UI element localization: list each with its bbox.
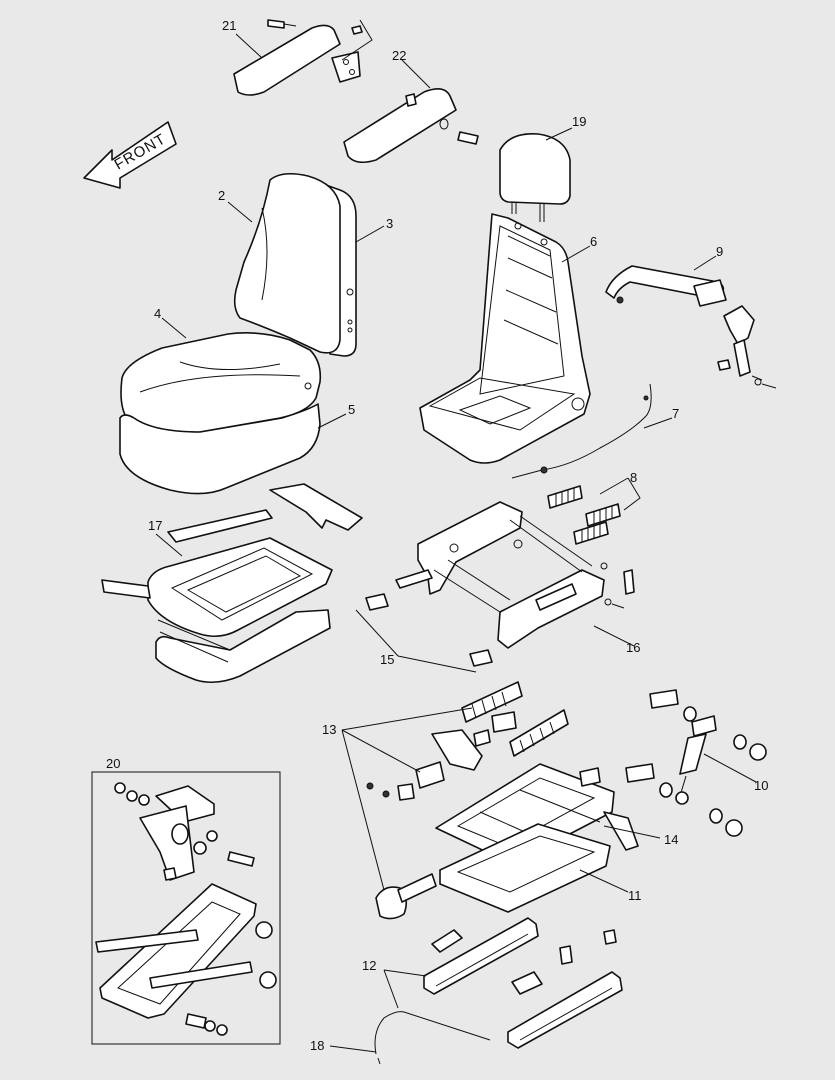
callout-6: 6 (590, 234, 597, 249)
callout-19: 19 (572, 114, 586, 129)
callout-18: 18 (310, 1038, 324, 1053)
callout-7: 7 (672, 406, 679, 421)
adjust-cable (511, 383, 652, 479)
callout-21: 21 (222, 18, 236, 33)
armrest-right (343, 88, 479, 164)
callout-17: 17 (148, 518, 162, 533)
shock-absorber (625, 689, 767, 837)
callout-14: 14 (664, 832, 678, 847)
headrest (499, 133, 571, 222)
slide-rails (374, 917, 623, 1065)
front-arrow: FRONT (83, 121, 177, 189)
seat-belt (605, 265, 777, 389)
callout-15: 15 (380, 652, 394, 667)
callout-11: 11 (628, 888, 642, 903)
callout-20: 20 (106, 756, 120, 771)
armrest-left (233, 19, 363, 96)
mechanism-frame (395, 501, 635, 649)
callout-8: 8 (630, 470, 637, 485)
springs-set (547, 485, 621, 545)
clips (365, 593, 493, 667)
callout-22: 22 (392, 48, 406, 63)
callout-5: 5 (348, 402, 355, 417)
callout-13: 13 (322, 722, 336, 737)
seat-frame (419, 213, 591, 464)
callout-16: 16 (626, 640, 640, 655)
callout-10: 10 (754, 778, 768, 793)
callout-labels: 21 22 19 2 3 6 9 4 5 7 8 17 16 15 13 20 … (106, 18, 768, 1053)
callout-12: 12 (362, 958, 376, 973)
suspension-parts (366, 681, 569, 920)
callout-9: 9 (716, 244, 723, 259)
inset-20 (91, 771, 281, 1045)
callout-2: 2 (218, 188, 225, 203)
callout-3: 3 (386, 216, 393, 231)
seat-base-cushion (119, 403, 321, 495)
seat-tray (101, 483, 363, 684)
scissor-mechanism (435, 763, 639, 913)
leader-lines (155, 19, 757, 1053)
backrest (233, 172, 357, 357)
callout-4: 4 (154, 306, 161, 321)
